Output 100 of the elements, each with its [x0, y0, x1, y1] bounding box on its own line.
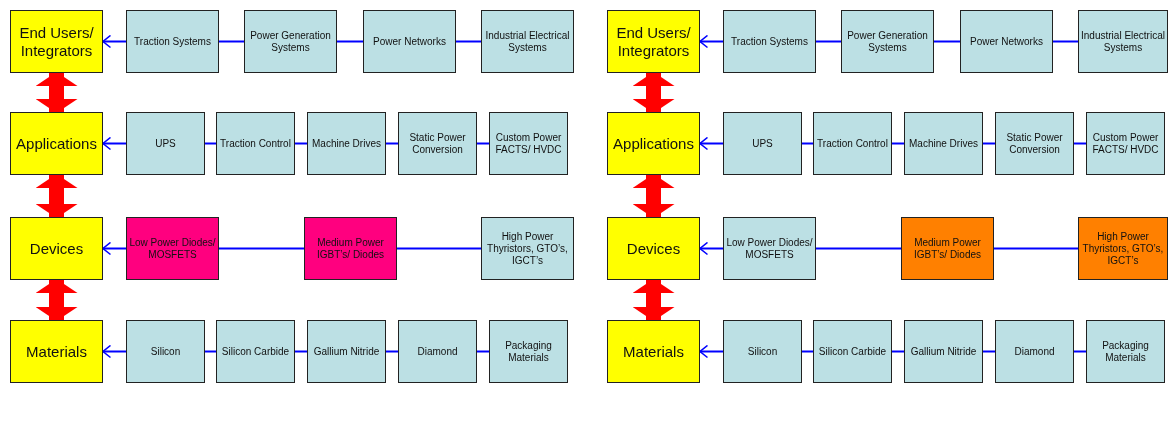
item-box	[398, 320, 477, 383]
box-label: Devices	[29, 239, 84, 258]
double-arrow	[632, 174, 675, 218]
item-box	[813, 112, 892, 175]
item-box	[398, 112, 477, 175]
box-label: Medium Power IGBT’s/ Diodes	[912, 236, 983, 261]
double-arrow	[632, 72, 675, 113]
connector-line	[385, 350, 399, 353]
item-box	[723, 217, 816, 280]
item-box	[244, 10, 337, 73]
box-label: Diamond	[416, 345, 459, 358]
item-box	[995, 320, 1074, 383]
connector-line	[294, 142, 308, 145]
category-box	[607, 217, 700, 280]
arrow	[699, 136, 724, 151]
box-label: Low Power Diodes/ MOSFETS	[128, 236, 217, 261]
box-label: Materials	[623, 342, 684, 361]
connector-line	[891, 142, 905, 145]
box-label: Power Generation Systems	[249, 29, 332, 54]
item-box	[216, 112, 295, 175]
box-label: Traction Control	[816, 137, 889, 150]
item-box	[901, 217, 994, 280]
item-box	[126, 320, 205, 383]
category-box	[607, 320, 700, 383]
box-label: Industrial Electrical Systems	[484, 29, 571, 54]
box-label: Silicon	[149, 345, 182, 358]
item-box	[904, 320, 983, 383]
arrow	[102, 34, 127, 49]
item-box	[363, 10, 456, 73]
connector-line	[815, 40, 842, 43]
box-label: Power Networks	[969, 35, 1044, 48]
item-box	[995, 112, 1074, 175]
box-label: Machine Drives	[908, 137, 979, 150]
connector-line	[993, 247, 1079, 250]
item-box	[1078, 217, 1168, 280]
connector-line	[1052, 40, 1079, 43]
arrow	[102, 241, 127, 256]
connector-line	[476, 350, 490, 353]
box-label: End Users/ Integrators	[18, 23, 95, 60]
connector-line	[815, 247, 902, 250]
arrow	[102, 344, 127, 359]
arrow	[102, 136, 127, 151]
box-label: Power Networks	[372, 35, 447, 48]
box-label: Applications	[16, 134, 97, 153]
double-arrow	[35, 72, 78, 113]
connector-line	[204, 142, 217, 145]
connector-line	[933, 40, 961, 43]
category-box	[607, 10, 700, 73]
item-box	[489, 112, 568, 175]
item-box	[813, 320, 892, 383]
box-label: Static Power Conversion	[1005, 131, 1064, 156]
box-label: Traction Control	[219, 137, 292, 150]
item-box	[481, 10, 574, 73]
connector-line	[294, 350, 308, 353]
box-label: Diamond	[1013, 345, 1056, 358]
box-label: End Users/ Integrators	[615, 23, 692, 60]
connector-line	[891, 350, 905, 353]
item-box	[723, 320, 802, 383]
item-box	[841, 10, 934, 73]
double-arrow	[35, 279, 78, 321]
connector-line	[218, 40, 245, 43]
category-box	[10, 320, 103, 383]
box-label: Applications	[613, 134, 694, 153]
item-box	[489, 320, 568, 383]
item-box	[1086, 320, 1165, 383]
connector-line	[1073, 350, 1087, 353]
item-box	[960, 10, 1053, 73]
item-box	[307, 320, 386, 383]
box-label: Industrial Electrical Systems	[1080, 29, 1166, 54]
connector-line	[801, 142, 814, 145]
arrow	[699, 34, 724, 49]
connector-line	[336, 40, 364, 43]
item-box	[216, 320, 295, 383]
item-box	[1086, 112, 1165, 175]
box-label: Machine Drives	[311, 137, 382, 150]
box-label: Packaging Materials	[504, 339, 553, 364]
connector-line	[1073, 142, 1087, 145]
box-label: Packaging Materials	[1101, 339, 1150, 364]
box-label: Materials	[26, 342, 87, 361]
connector-line	[204, 350, 217, 353]
connector-line	[982, 142, 996, 145]
item-box	[904, 112, 983, 175]
box-label: Power Generation Systems	[846, 29, 929, 54]
arrow	[699, 344, 724, 359]
category-box	[10, 10, 103, 73]
category-box	[607, 112, 700, 175]
box-label: Silicon	[746, 345, 779, 358]
connector-line	[396, 247, 482, 250]
connector-line	[385, 142, 399, 145]
item-box	[723, 10, 816, 73]
box-label: Traction Systems	[133, 35, 212, 48]
box-label: Medium Power IGBT’s/ Diodes	[315, 236, 386, 261]
category-box	[10, 112, 103, 175]
item-box	[723, 112, 802, 175]
double-arrow	[632, 279, 675, 321]
box-label: Low Power Diodes/ MOSFETS	[725, 236, 814, 261]
box-label: Traction Systems	[730, 35, 809, 48]
item-box	[307, 112, 386, 175]
box-label: Custom Power FACTS/ HVDC	[1091, 131, 1160, 156]
box-label: Silicon Carbide	[817, 345, 888, 358]
